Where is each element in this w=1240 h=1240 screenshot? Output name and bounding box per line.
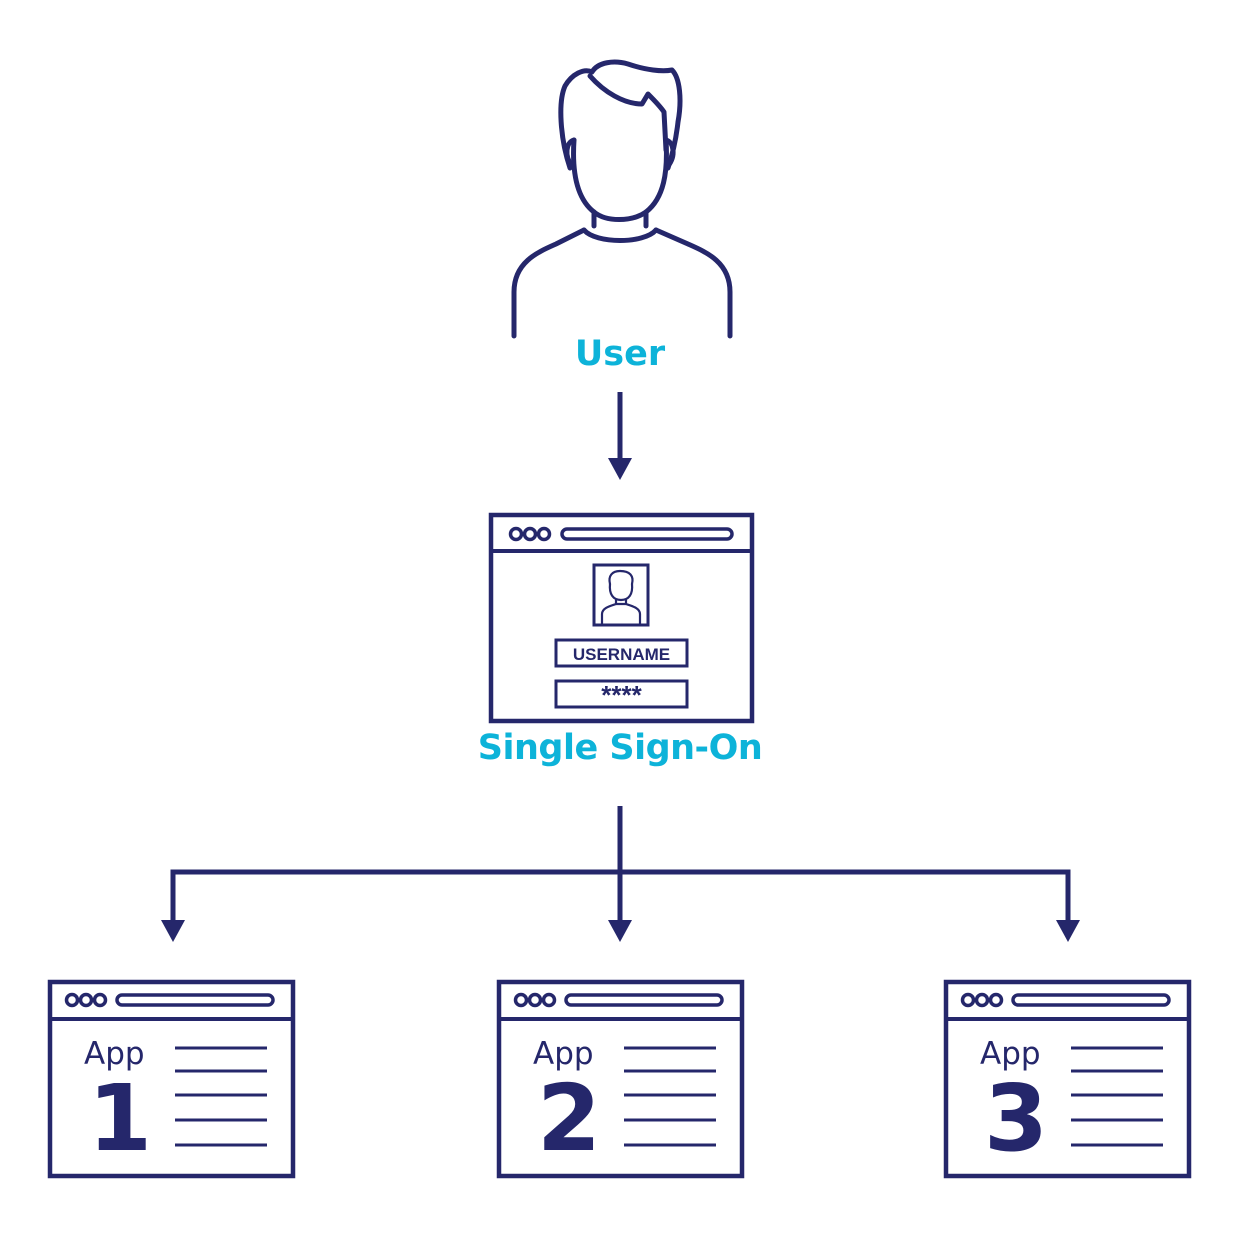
username-field-text: USERNAME [573, 645, 670, 664]
app-number-3: 3 [984, 1065, 1048, 1172]
sso-login-window: USERNAME **** [488, 512, 755, 724]
user-label: User [574, 334, 666, 374]
app-number-1: 1 [88, 1065, 152, 1172]
app-word-1: App [84, 1036, 145, 1072]
arrows-sso-to-apps [170, 806, 1071, 924]
password-field-text: **** [601, 680, 642, 710]
app-word-2: App [533, 1036, 594, 1072]
user-portrait-icon [600, 569, 642, 626]
sso-label: Single Sign-On [477, 728, 763, 768]
app-number-2: 2 [537, 1065, 601, 1172]
app-word-3: App [980, 1036, 1041, 1072]
arrow-user-to-sso [608, 392, 632, 480]
arrowheads-apps [161, 920, 1080, 942]
person-outline-icon [511, 59, 733, 339]
